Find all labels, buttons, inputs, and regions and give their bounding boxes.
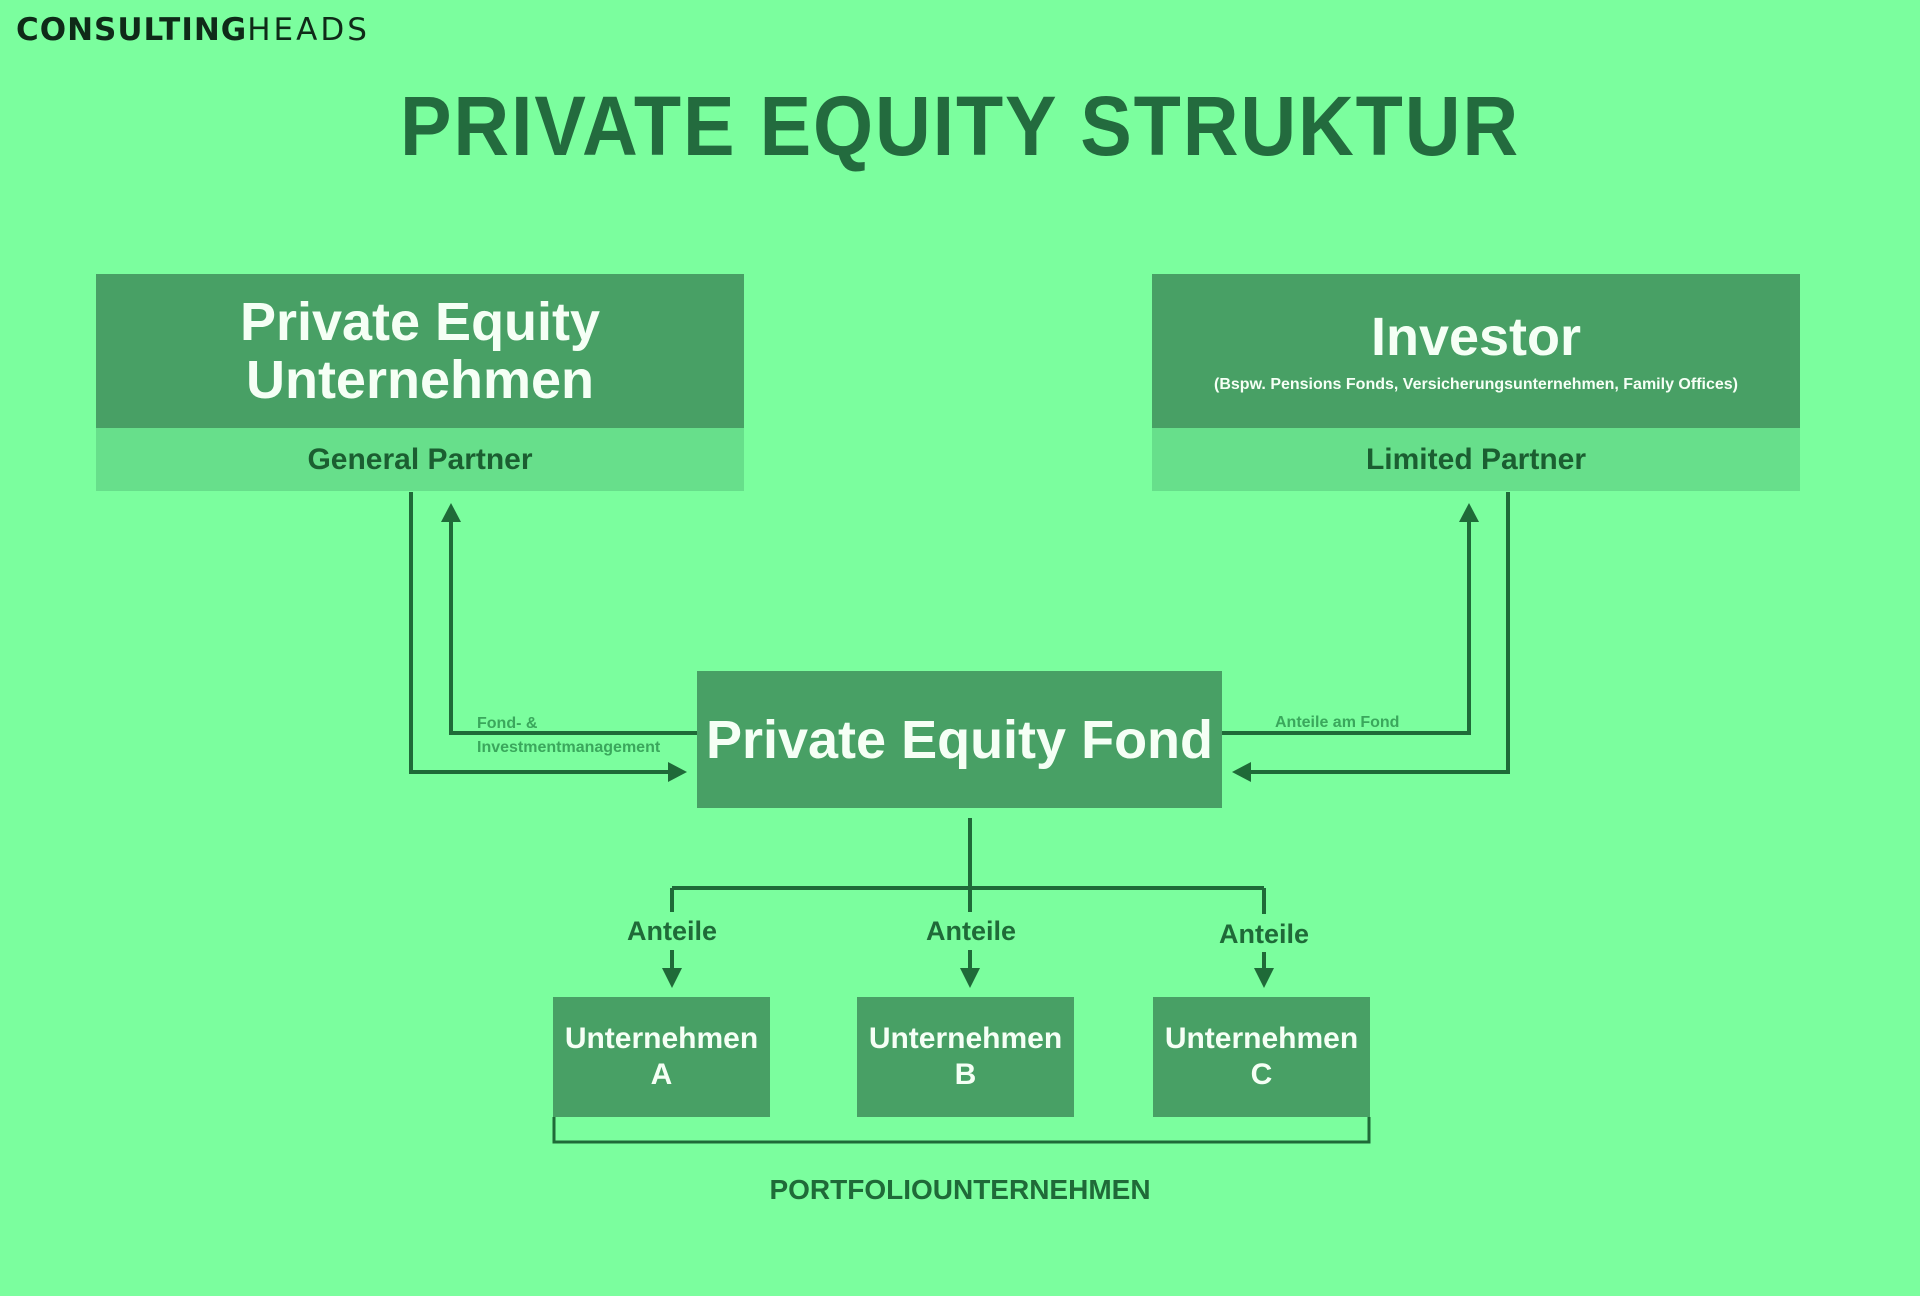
gp-heading-line1: Private Equity (239, 292, 601, 352)
gp-to-fund-arrow (409, 492, 672, 774)
investor-box: Investor (Bspw. Pensions Fonds, Versiche… (1152, 274, 1800, 491)
company-a-box: Unternehmen A (553, 997, 770, 1117)
portfolio-caption: PORTFOLIOUNTERNEHMEN (769, 1174, 1151, 1205)
share-label-c: Anteile (1218, 919, 1310, 949)
management-label-line2: Investmentmanagement (477, 739, 661, 756)
arrowhead-company-a (662, 968, 682, 988)
logo-bold-text: CONSULTING (16, 12, 248, 48)
company-c-box: Unternehmen C (1153, 997, 1370, 1117)
management-label: Fond- & Investmentmanagement (477, 712, 660, 760)
company-a-name: Unternehmen (564, 1022, 759, 1055)
share-label-a: Anteile (626, 916, 718, 946)
general-partner-heading: Private Equity Unternehmen (96, 274, 744, 428)
company-c-name: Unternehmen (1164, 1022, 1359, 1055)
fund-to-gp-arrow (449, 520, 697, 735)
page-title: PRIVATE EQUITY STRUKTUR (399, 79, 1521, 173)
arrowhead-into-fund-left (668, 762, 687, 782)
arrowhead-company-b (960, 968, 980, 988)
company-b-letter: B (954, 1058, 977, 1091)
management-label-line1: Fond- & (477, 715, 538, 732)
arrowhead-into-fund-right (1232, 762, 1251, 782)
private-equity-fund-box: Private Equity Fond (697, 671, 1222, 808)
share-label-b: Anteile (925, 916, 1017, 946)
arrowhead-company-c (1254, 968, 1274, 988)
company-a-letter: A (650, 1058, 673, 1091)
fund-shares-label: Anteile am Fond (1275, 714, 1400, 731)
portfolio-bracket (552, 1117, 1371, 1144)
investor-to-fund-arrow (1248, 492, 1510, 774)
general-partner-role: General Partner (96, 428, 744, 491)
consultingheads-logo: CONSULTINGHEADS (16, 12, 370, 48)
company-b-name: Unternehmen (868, 1022, 1063, 1055)
investor-heading-text: Investor (1370, 307, 1582, 367)
arrowhead-up-gp (441, 503, 461, 522)
general-partner-box: Private Equity Unternehmen General Partn… (96, 274, 744, 491)
company-b-box: Unternehmen B (857, 997, 1074, 1117)
arrowhead-up-investor (1459, 503, 1479, 522)
investor-heading: Investor (Bspw. Pensions Fonds, Versiche… (1152, 274, 1800, 428)
investor-role: Limited Partner (1152, 428, 1800, 491)
gp-heading-line2: Unternehmen (245, 350, 595, 410)
logo-thin-text: HEADS (247, 12, 370, 48)
investor-subtitle: (Bspw. Pensions Fonds, Versicherungsunte… (1214, 376, 1738, 393)
fund-to-investor-arrow (1222, 520, 1471, 735)
company-c-letter: C (1250, 1058, 1273, 1091)
